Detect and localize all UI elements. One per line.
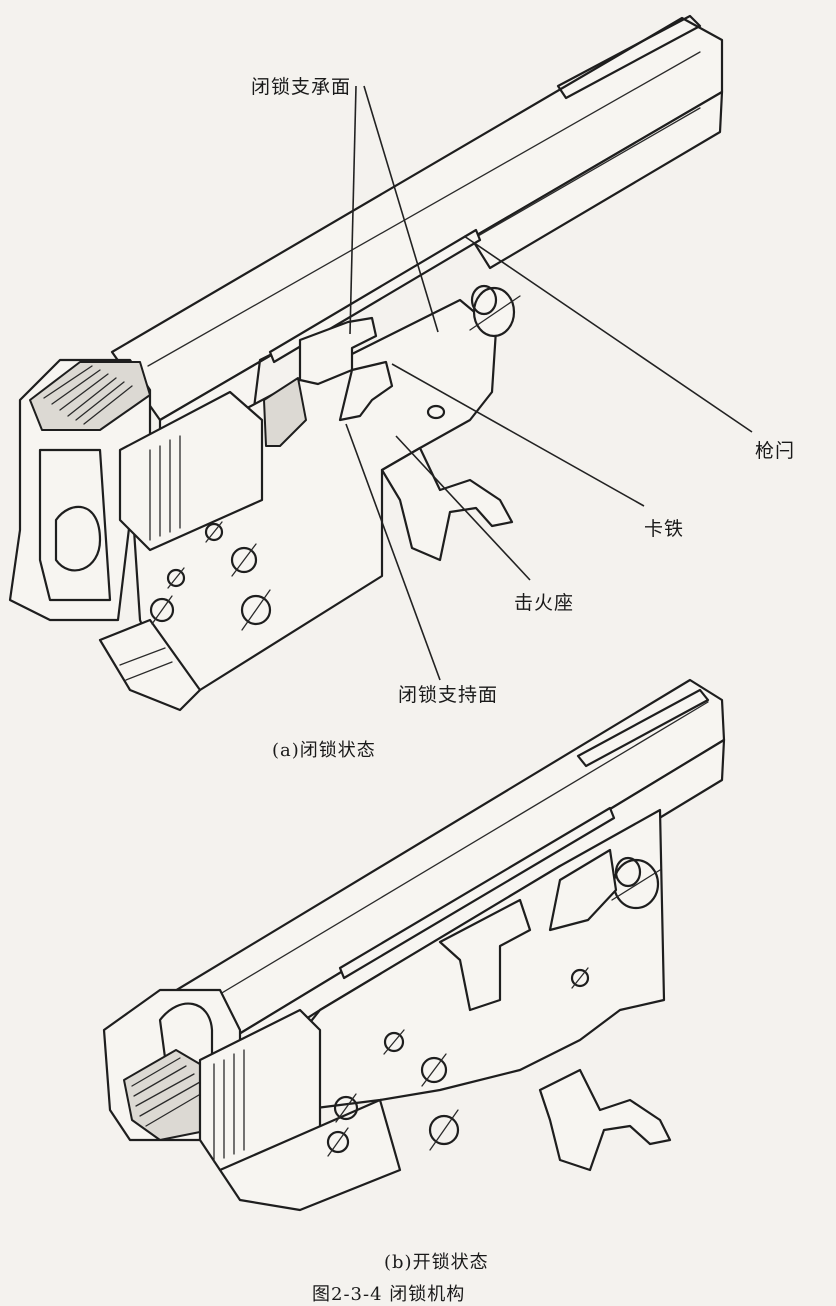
label-locking-support-surface: 闭锁支承面 [251,76,352,98]
lower-bracket-b [218,1098,402,1212]
cocking-grip [29,361,151,431]
latch-piece-b [548,848,618,932]
label-latch: 卡铁 [644,518,685,540]
grip-block [118,390,264,552]
breech-wedge [263,377,307,447]
frame-holes-b [326,967,590,1157]
trigger-assembly-b [538,1068,672,1172]
guide-rail-b [338,806,616,980]
locking-lug-b [438,898,532,1012]
barrel-slot-b [576,688,710,768]
locked-state-drawing [8,14,753,712]
locking-lug [298,316,378,386]
figure-caption: 图2-3-4 闭锁机构 [312,1284,466,1305]
leader-lines-a [345,85,753,681]
latch-piece [338,360,394,422]
unlocked-state-drawing [102,678,726,1212]
trigger-assembly [380,446,514,562]
caption-a: (a)闭锁状态 [272,740,376,761]
barrel-slot [556,14,702,100]
lower-bracket [98,618,202,712]
slide-top-face [110,16,724,422]
label-firing-seat: 击火座 [514,592,575,614]
guide-rail [268,228,482,364]
label-locking-holding-surface: 闭锁支持面 [398,684,499,706]
label-bolt: 枪闩 [755,440,796,462]
bolt-pin [469,284,521,338]
frame-holes [149,404,446,631]
caption-b: (b)开锁状态 [384,1252,489,1273]
